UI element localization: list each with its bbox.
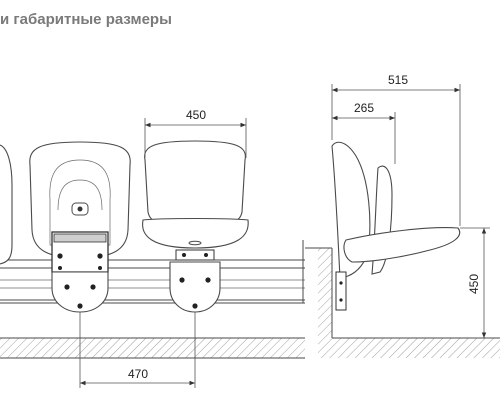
page-title: и габаритные размеры — [0, 11, 172, 28]
dim-seat-width-label: 450 — [186, 108, 206, 122]
seat-partial-left — [0, 144, 13, 265]
dim-seat-width: 450 — [144, 108, 247, 158]
dim-depth-open: 515 — [331, 73, 461, 226]
seat-profile — [331, 141, 461, 311]
dim-height-label: 450 — [467, 274, 481, 294]
seat-open — [142, 140, 249, 313]
front-view: 450 470 — [0, 108, 305, 388]
riser-hatch — [318, 248, 332, 338]
mounting-rail — [0, 240, 305, 304]
floor-hatch-front — [0, 338, 305, 358]
dim-height: 450 — [460, 227, 490, 339]
dim-depth-open-label: 515 — [388, 73, 408, 87]
dim-depth-folded: 265 — [332, 101, 396, 164]
floor-hatch-side — [318, 338, 500, 358]
dim-depth-folded-label: 265 — [354, 101, 374, 115]
dim-seat-pitch-label: 470 — [128, 367, 148, 381]
side-view: 515 265 450 — [305, 73, 500, 358]
seat-folded — [29, 141, 131, 313]
dim-seat-pitch: 470 — [79, 312, 196, 388]
